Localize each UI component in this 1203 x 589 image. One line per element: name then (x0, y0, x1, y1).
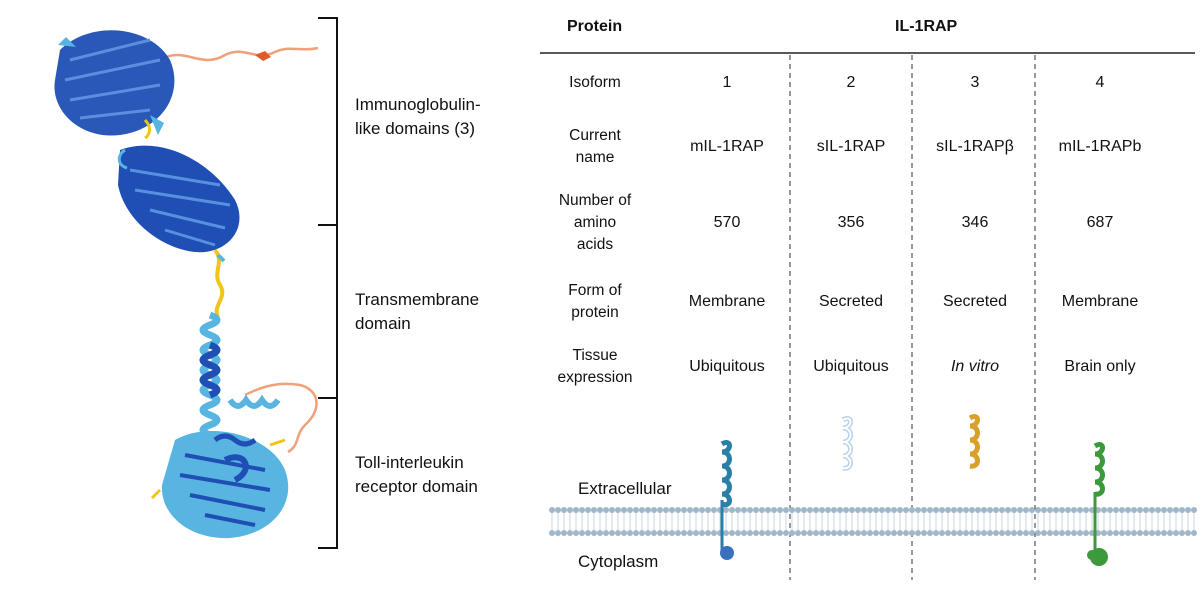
cell-row5-isoform2: Ubiquitous (813, 358, 889, 375)
cell-row1-isoform4: 4 (1095, 74, 1105, 91)
ig-domain-2 (117, 145, 240, 253)
cell-row1-isoform3: 3 (970, 74, 980, 91)
isoform-4-glyph (1087, 442, 1108, 566)
header-il1rap: IL-1RAP (895, 18, 958, 35)
cell-row2-isoform4: mIL-1RAPb (1058, 138, 1142, 155)
domain-label-tm: Transmembrane domain (355, 290, 480, 333)
header-protein: Protein (567, 18, 623, 35)
cell-row4-isoform1: Membrane (688, 293, 766, 310)
cell-row2-isoform3: sIL-1RAPβ (936, 138, 1014, 155)
row-label-amino-acids: Number of amino acids (558, 192, 632, 253)
row-label-isoform: Isoform (569, 74, 621, 91)
row-label-current-name: Current name (569, 127, 621, 166)
cell-row3-isoform4: 687 (1086, 214, 1114, 231)
cell-row4-isoform2: Secreted (818, 293, 884, 310)
cell-row3-isoform2: 356 (837, 214, 865, 231)
label-extracellular: Extracellular (578, 479, 672, 498)
domain-bracket (318, 17, 338, 549)
isoform-2-glyph (841, 416, 853, 471)
label-cytoplasm: Cytoplasm (578, 552, 659, 571)
cell-row1-isoform1: 1 (722, 74, 732, 91)
membrane-bilayer (549, 507, 1197, 536)
transmembrane-helix (199, 311, 221, 449)
cell-row5-isoform1: Ubiquitous (689, 358, 765, 375)
row-label-tissue: Tissue expression (557, 347, 633, 386)
cell-row1-isoform2: 2 (846, 74, 856, 91)
cell-row5-isoform3: In vitro (950, 358, 999, 375)
isoform-3-glyph (968, 414, 980, 469)
cell-row3-isoform1: 570 (713, 214, 741, 231)
cell-row3-isoform3: 346 (961, 214, 989, 231)
cell-row2-isoform2: sIL-1RAP (816, 138, 886, 155)
ig-domain-1 (54, 30, 175, 140)
cell-row4-isoform3: Secreted (942, 293, 1008, 310)
row-label-form: Form of protein (568, 282, 622, 321)
cell-row4-isoform4: Membrane (1061, 293, 1139, 310)
cell-row5-isoform4: Brain only (1064, 358, 1136, 375)
isoform-1-glyph (720, 440, 734, 560)
domain-label-tir: Toll-interleukin receptor domain (355, 453, 478, 496)
tir-domain (150, 431, 289, 539)
cell-row2-isoform1: mIL-1RAP (690, 138, 764, 155)
domain-label-ig: Immunoglobulin- like domains (3) (355, 95, 481, 138)
